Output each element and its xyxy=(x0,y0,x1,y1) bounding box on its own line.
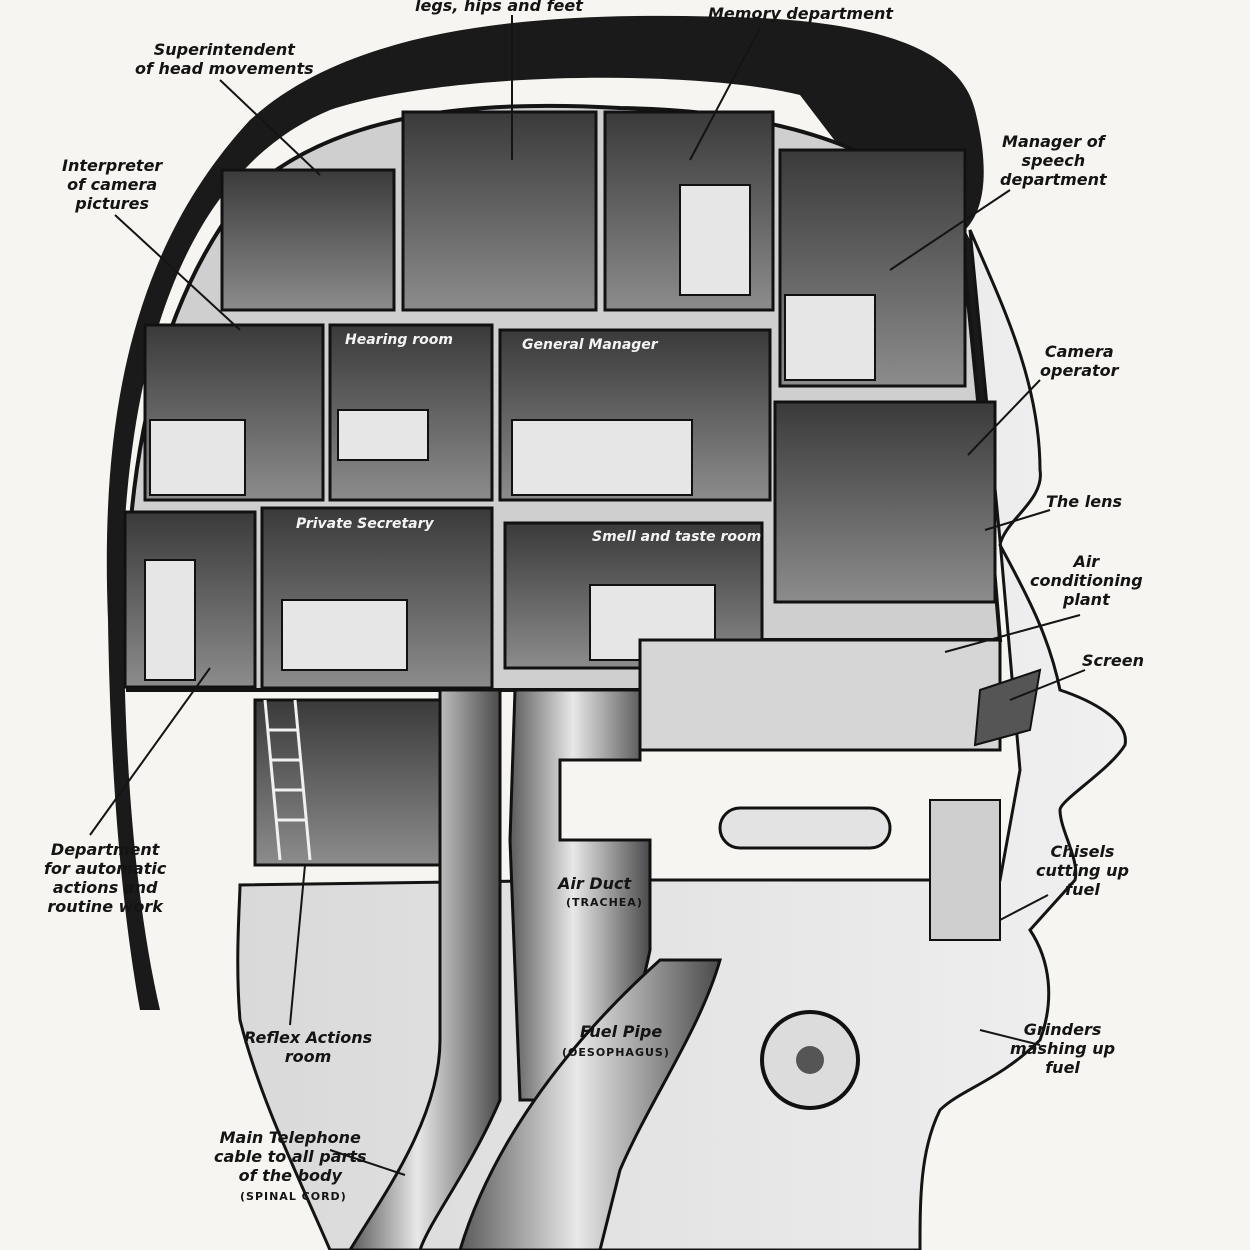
label-department-automatic-actions: Department for automatic actions and rou… xyxy=(44,840,167,916)
reflex-actions-room xyxy=(253,698,442,867)
spinal-cord-cable xyxy=(348,688,502,1250)
leader-lines xyxy=(89,15,1086,1176)
room-label-smell-and-taste: Smell and taste room xyxy=(592,529,762,545)
room-label-private-secretary: Private Secretary xyxy=(296,516,434,532)
label-main-telephone-cable: Main Telephone cable to all parts of the… xyxy=(214,1128,367,1185)
room-camera-operator xyxy=(773,400,997,604)
screen-filter xyxy=(973,668,1042,747)
room-label-general-manager: General Manager xyxy=(522,337,658,353)
ladder xyxy=(263,699,312,861)
tank xyxy=(718,806,892,850)
hair-shape xyxy=(106,15,1040,1011)
chisel-rack xyxy=(929,799,1001,941)
label-legs-hips-feet: legs, hips and feet xyxy=(415,0,583,15)
label-air-conditioning-plant: Air conditioning plant xyxy=(1030,552,1143,609)
label-screen: Screen xyxy=(1082,651,1144,670)
label-air-duct: Air Duct xyxy=(558,874,632,893)
label-grinders-mashing-fuel: Grinders mashing up fuel xyxy=(1010,1020,1116,1077)
label-reflex-actions-room: Reflex Actions room xyxy=(244,1028,373,1066)
air-conditioning-box xyxy=(638,638,1002,752)
room-label-hearing: Hearing room xyxy=(345,332,453,348)
label-the-lens: The lens xyxy=(1046,492,1122,511)
label-spinal-cord: (SPINAL CORD) xyxy=(240,1190,347,1203)
label-trachea: (TRACHEA) xyxy=(566,896,643,909)
label-superintendent-head-movements: Superintendent of head movements xyxy=(135,40,314,78)
room-camera-pictures xyxy=(220,168,396,312)
label-camera-operator: Camera operator xyxy=(1040,342,1119,380)
label-chisels-cutting-fuel: Chisels cutting up fuel xyxy=(1036,842,1129,899)
room-legs-hips-feet xyxy=(401,110,598,312)
label-manager-speech-department: Manager of speech department xyxy=(1000,132,1107,189)
label-memory-department: Memory department xyxy=(708,4,893,23)
label-oesophagus: (OESOPHAGUS) xyxy=(562,1046,670,1059)
label-fuel-pipe: Fuel Pipe xyxy=(580,1022,663,1041)
label-interpreter-camera-pictures: Interpreter of camera pictures xyxy=(62,156,163,213)
